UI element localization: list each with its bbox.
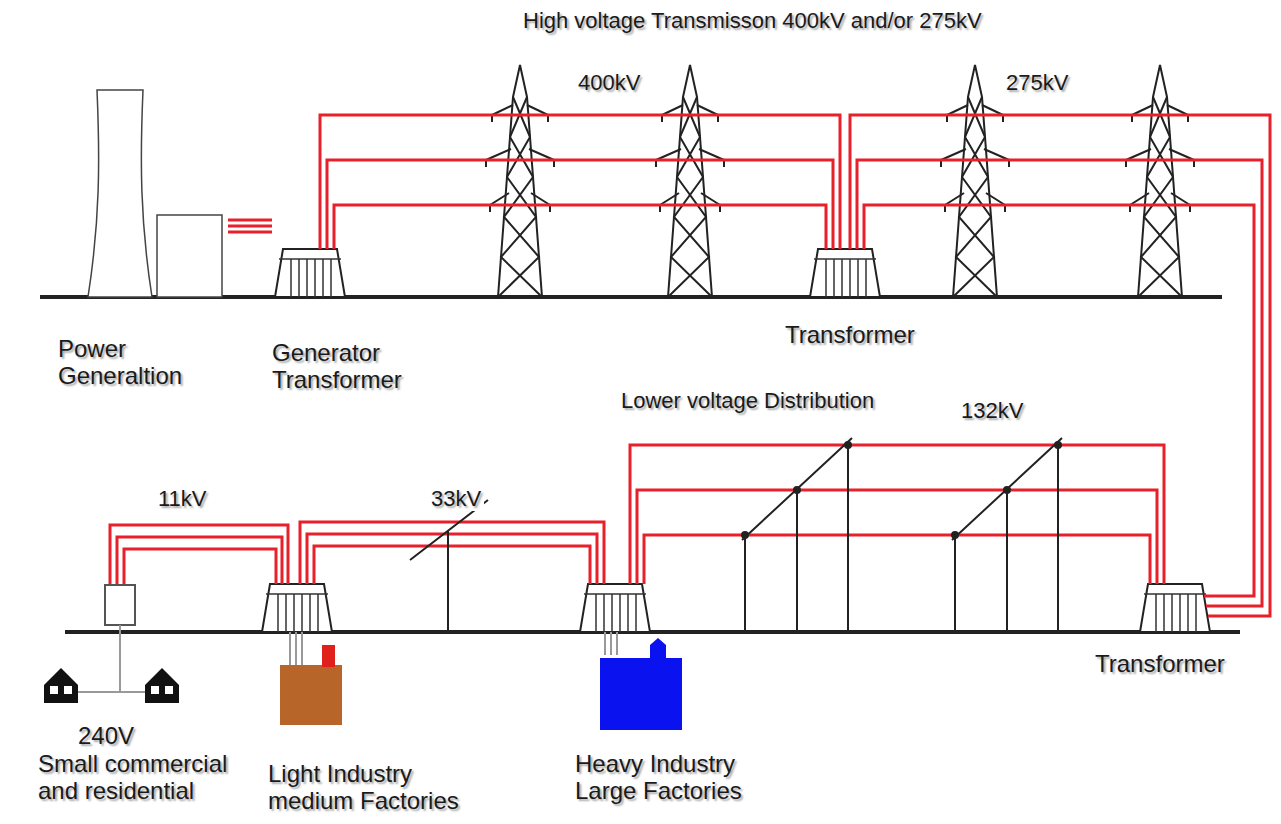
- node-label: 240V: [38, 722, 278, 750]
- power-station: Power Generaltion: [58, 85, 228, 390]
- power-line: [327, 160, 833, 249]
- factory-icon: [600, 658, 682, 730]
- insulator-dot: [1004, 487, 1010, 493]
- power-line: [850, 115, 1270, 616]
- cooling-tower: [88, 90, 152, 297]
- power-line: [300, 522, 604, 584]
- pylon: [486, 65, 554, 297]
- transformer: Transformer: [1095, 584, 1247, 678]
- power-line: [110, 445, 1247, 616]
- light-industry: Light Industry medium Factories: [268, 650, 483, 815]
- power-line: [117, 537, 282, 585]
- insulator-dot: [1055, 442, 1061, 448]
- distribution-pole: [952, 438, 1062, 632]
- node-label: Transformer: [1095, 650, 1247, 678]
- node-label: Small commercial and residential: [38, 750, 238, 805]
- heavy-industry: Heavy Industry Large Factories: [575, 645, 780, 805]
- power-line: [307, 534, 597, 584]
- house-window: [165, 686, 173, 694]
- distribution-pole: [742, 438, 852, 632]
- house-window: [64, 686, 72, 694]
- pylon: [1126, 65, 1194, 297]
- factory-chimney: [322, 645, 335, 667]
- distribution-pole: [410, 500, 488, 632]
- power-line: [320, 115, 840, 249]
- house-icon: [44, 668, 78, 703]
- transformer-symbol: [580, 584, 650, 632]
- insulator-dot: [845, 442, 851, 448]
- power-line: [637, 490, 1157, 584]
- voltage-label: 33kV: [428, 486, 484, 511]
- node-label: Heavy Industry Large Factories: [575, 750, 780, 805]
- service-drop: [605, 632, 617, 655]
- factory-icon: [280, 665, 342, 725]
- node-label: Light Industry medium Factories: [268, 760, 483, 815]
- power-line: [864, 205, 1254, 596]
- pole-transformer: [105, 585, 135, 625]
- node-label: Power Generaltion: [58, 335, 208, 390]
- ground-line: [65, 630, 1240, 634]
- factory-icon: [280, 638, 682, 730]
- power-line: [228, 225, 272, 228]
- power-line: [644, 535, 1150, 584]
- diagram-title: High voltage Transmisson 400kV and/or 27…: [520, 8, 985, 33]
- insulator-dot: [952, 532, 958, 538]
- generator-transformer: Generator Transformer: [272, 249, 412, 394]
- power-line: [314, 546, 590, 584]
- power-line: [228, 231, 272, 234]
- distribution-pole: [410, 438, 1062, 632]
- generator-hall: [157, 215, 222, 297]
- transformer: Transformer: [785, 249, 935, 349]
- insulator-dot: [742, 532, 748, 538]
- transformer-symbol: [810, 249, 880, 297]
- pylon: [941, 65, 1009, 297]
- power-line: [110, 525, 288, 585]
- pylon: [656, 65, 724, 297]
- house-icon: [44, 668, 179, 703]
- power-station: [88, 90, 222, 297]
- power-line: [228, 219, 272, 222]
- node-label: Generator Transformer: [272, 339, 412, 394]
- power-line: [334, 205, 826, 249]
- voltage-label: 275kV: [1003, 70, 1071, 95]
- service-drop: [290, 632, 302, 665]
- voltage-label: 132kV: [958, 398, 1026, 423]
- transformer-symbol: [1140, 584, 1210, 632]
- power-line: [320, 115, 840, 249]
- power-line: [228, 220, 272, 232]
- insulator-dot: [794, 487, 800, 493]
- power-line: [857, 160, 1262, 606]
- power-line: [1204, 596, 1247, 616]
- power-line: [630, 445, 1164, 584]
- power-line: [124, 549, 276, 585]
- node-label: Transformer: [785, 321, 935, 349]
- section-heading: Lower voltage Distribution: [618, 388, 877, 413]
- voltage-label: 11kV: [155, 486, 210, 511]
- house-window: [151, 686, 159, 694]
- power-line: [850, 115, 1270, 616]
- transformer-symbol: [262, 249, 1210, 632]
- house-window: [50, 686, 58, 694]
- transformer-symbol: [275, 249, 345, 297]
- house-icon: [145, 668, 179, 703]
- transformer-symbol: [262, 584, 332, 632]
- factory-chimney: [650, 638, 666, 658]
- ground-line: [40, 297, 1240, 632]
- voltage-label: 400kV: [575, 70, 643, 95]
